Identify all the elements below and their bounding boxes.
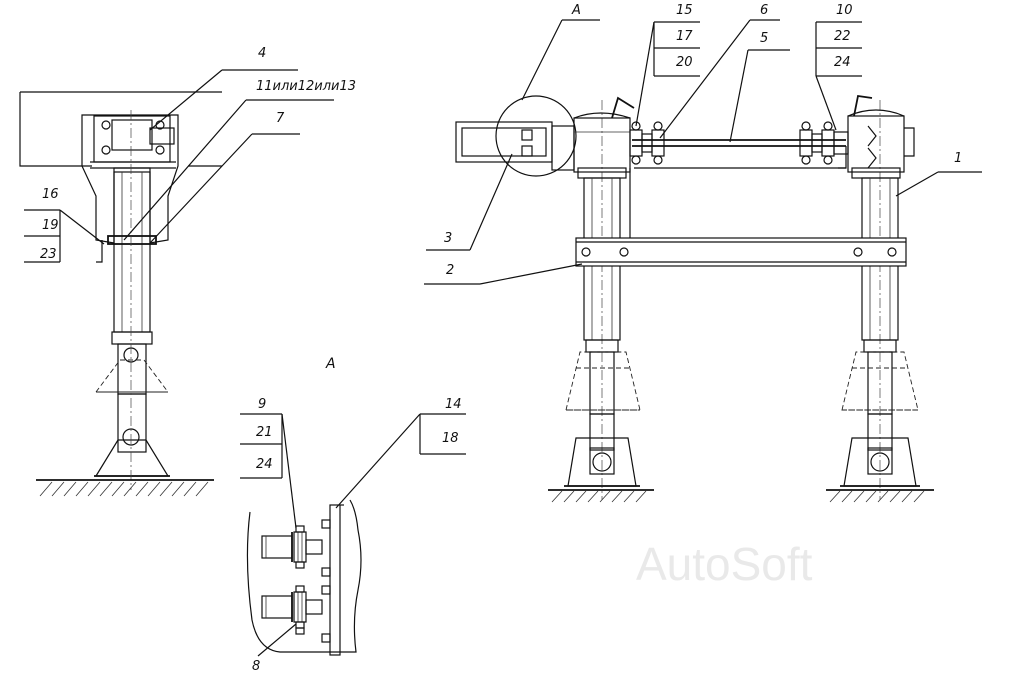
front-view [455, 94, 934, 503]
label-6: 6 [760, 3, 768, 18]
watermark: AutoSoft [636, 538, 813, 590]
label-17: 17 [676, 29, 693, 44]
side-view-callouts: 4 11или12или13 7 16 19 23 [24, 46, 356, 263]
label-24-a: 24 [256, 457, 273, 472]
front-view-callouts: A 15 17 20 6 5 10 22 24 1 3 2 [424, 3, 982, 285]
label-23: 23 [40, 247, 57, 262]
label-20: 20 [676, 55, 693, 70]
label-11-12-13: 11или12или13 [256, 79, 356, 94]
label-5: 5 [760, 31, 768, 46]
label-7: 7 [276, 111, 285, 126]
label-21: 21 [256, 425, 273, 440]
side-view [19, 91, 222, 497]
label-24-b: 24 [834, 55, 851, 70]
label-3: 3 [444, 231, 452, 246]
label-2: 2 [446, 263, 454, 278]
detail-view-a: A [246, 356, 362, 656]
label-19: 19 [42, 218, 59, 233]
label-8: 8 [252, 659, 260, 674]
label-15: 15 [676, 3, 693, 18]
label-14: 14 [445, 397, 462, 412]
label-18: 18 [442, 431, 459, 446]
label-10: 10 [836, 3, 853, 18]
label-4: 4 [258, 46, 266, 61]
callout-a: A [571, 3, 581, 18]
label-9: 9 [258, 397, 266, 412]
label-22: 22 [834, 29, 851, 44]
label-1: 1 [954, 151, 962, 166]
view-a-title: A [325, 356, 336, 372]
label-16: 16 [42, 187, 59, 202]
detail-view-callouts: 9 21 24 14 18 8 [240, 397, 466, 674]
